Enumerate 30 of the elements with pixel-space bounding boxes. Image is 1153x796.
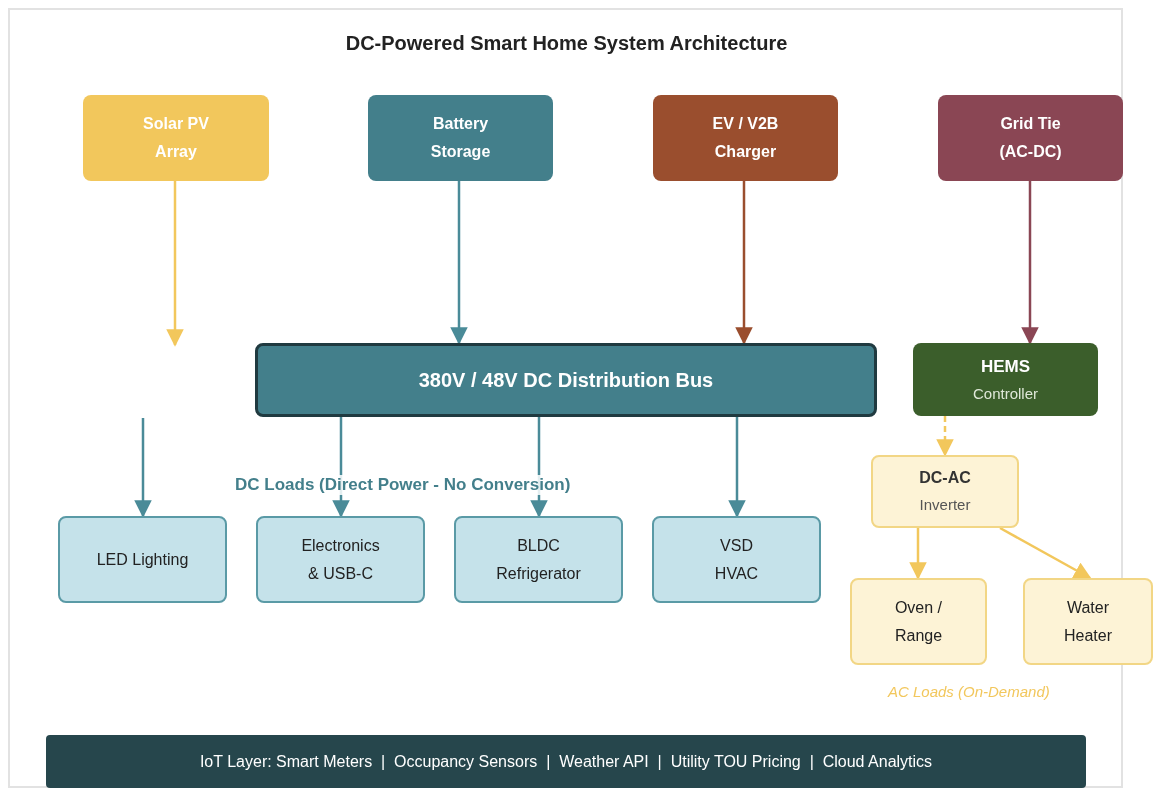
diagram-title: DC-Powered Smart Home System Architecture (344, 32, 789, 55)
source-box: EV / V2B Charger (653, 95, 838, 181)
arrow (134, 418, 152, 518)
load-box: Electronics & USB-C (256, 516, 425, 603)
inverter-box (871, 455, 1019, 528)
bus-bar: 380V / 48V DC Distribution Bus (255, 343, 877, 417)
node-subtitle: Inverter (919, 495, 971, 516)
section-label: AC Loads (On-Demand) (888, 683, 1050, 700)
arrow (450, 181, 468, 345)
node-subtitle: Controller (973, 384, 1038, 405)
load-box: Oven / Range (850, 578, 987, 665)
arrow (936, 416, 954, 457)
source-box: Battery Storage (368, 95, 553, 181)
arrow (166, 181, 184, 347)
arrow (728, 417, 746, 518)
section-label: DC Loads (Direct Power - No Conversion) (235, 475, 571, 495)
load-box: BLDC Refrigerator (454, 516, 623, 603)
arrow (999, 526, 1092, 580)
source-box: Grid Tie (AC-DC) (938, 95, 1123, 181)
node-heading: HEMS (980, 355, 1031, 378)
iot-layer-bar: IoT Layer: Smart Meters | Occupancy Sensors | Weather API | Utility TOU Pricing | Cloud Analytics (46, 735, 1086, 788)
arrow (735, 181, 753, 345)
arrow (1021, 181, 1039, 345)
load-box: Water Heater (1023, 578, 1153, 665)
source-box: Solar PV Array (83, 95, 269, 181)
load-box: VSD HVAC (652, 516, 821, 603)
arrow (909, 528, 927, 580)
controller-box (913, 343, 1098, 416)
node-heading: DC-AC (919, 468, 971, 489)
load-box: LED Lighting (58, 516, 227, 603)
